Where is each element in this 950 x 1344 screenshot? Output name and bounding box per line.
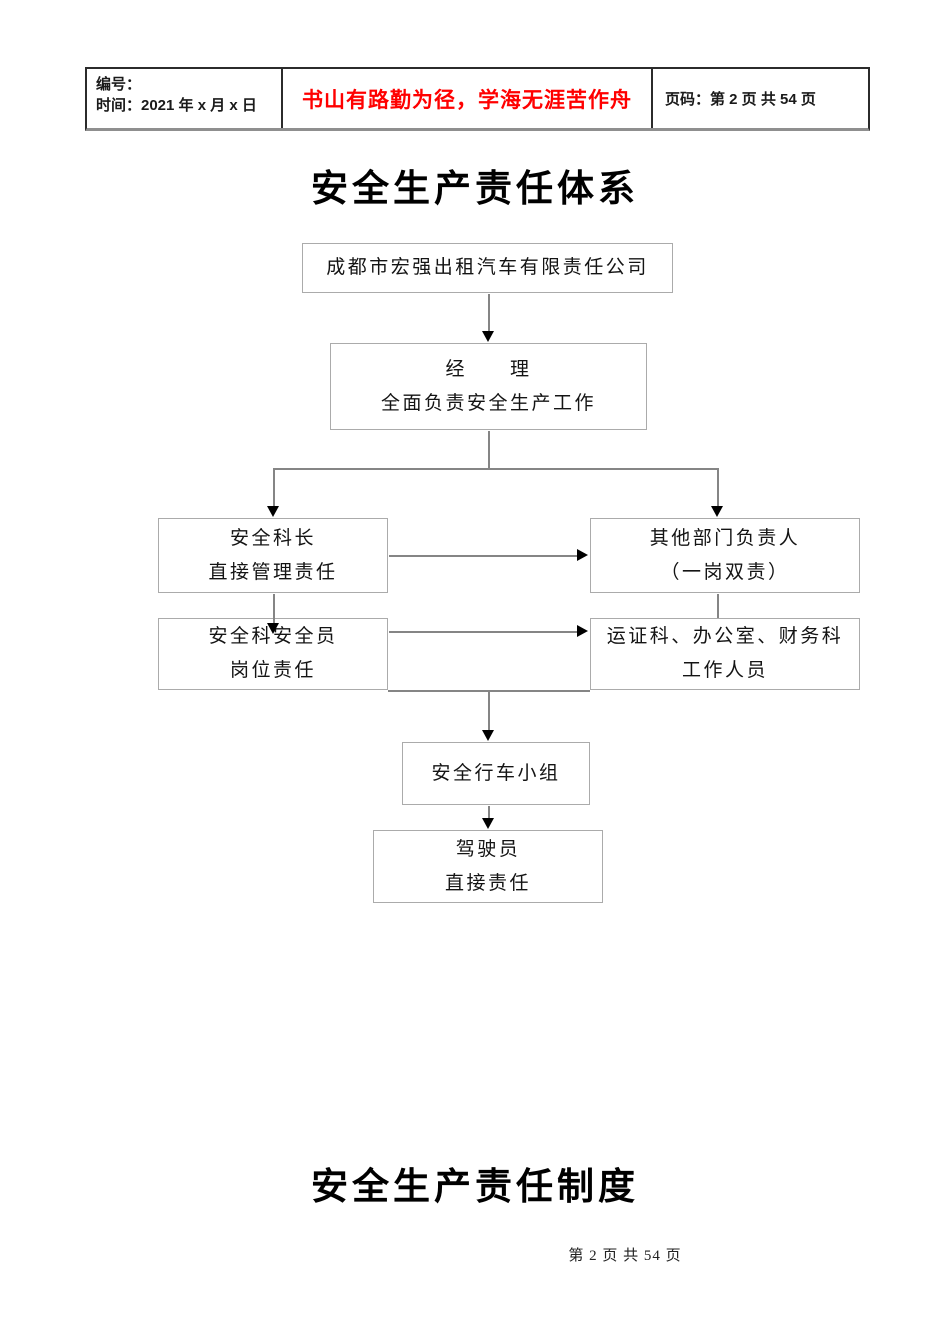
flow-node-other-depts-title: 其他部门负责人 [649, 527, 801, 549]
flow-node-manager-duty: 全面负责安全生产工作 [380, 392, 596, 414]
connector-to-driving-group [488, 691, 490, 732]
flow-node-safety-chief-title: 安全科长 [229, 527, 316, 549]
connector-to-driver [488, 806, 490, 820]
arrowhead-into-safety-chief [267, 506, 279, 517]
connector-bottom-bridge [388, 690, 590, 692]
connector-chief-to-otherdepts [389, 555, 578, 557]
connector-company-to-manager [488, 294, 490, 332]
flow-node-driver: 驾驶员 直接责任 [373, 830, 603, 903]
flow-node-safety-officer-duty: 岗位责任 [229, 660, 316, 681]
flow-node-driver-duty: 直接责任 [444, 872, 531, 894]
flow-node-safety-chief: 安全科长 直接管理责任 [158, 518, 388, 593]
arrowhead-into-other-depts [711, 506, 723, 517]
flow-node-dept-staff-title: 运证科、办公室、财务科 [606, 626, 844, 647]
connector-chief-to-officer [273, 594, 275, 623]
footer-page-number: 第 2 页 共 54 页 [568, 1248, 682, 1264]
header-table: 编号： 时间：2021 年 x 月 x 日 书山有路勤为径，学海无涯苦作舟 页码… [85, 67, 870, 131]
arrowhead-into-manager [482, 331, 494, 342]
section-title-responsibility-system: 安全生产责任体系 [311, 169, 639, 210]
header-number-label: 编号： [96, 76, 142, 93]
header-page-info: 页码：第 2 页 共 54 页 [665, 91, 816, 108]
arrowhead-into-driver [482, 818, 494, 829]
flow-node-company: 成都市宏强出租汽车有限责任公司 [302, 243, 673, 293]
header-page-cell: 页码：第 2 页 共 54 页 [653, 69, 868, 128]
arrowhead-into-dept-staff-left [577, 625, 588, 637]
flow-node-driver-title: 驾驶员 [455, 838, 521, 860]
flow-node-dept-staff: 运证科、办公室、财务科 工作人员 [590, 618, 860, 690]
arrowhead-into-driving-group [482, 730, 494, 741]
connector-otherdepts-to-staff [717, 594, 719, 618]
connector-split-horizontal [273, 468, 718, 470]
header-date-line: 时间：2021 年 x 月 x 日 [96, 97, 257, 114]
flow-node-company-label: 成都市宏强出租汽车有限责任公司 [326, 257, 649, 278]
header-number-date-cell: 编号： 时间：2021 年 x 月 x 日 [87, 69, 283, 128]
header-motto-cell: 书山有路勤为径，学海无涯苦作舟 [283, 69, 653, 128]
header-motto-text: 书山有路勤为径，学海无涯苦作舟 [302, 88, 632, 112]
section-title-responsibility-rules: 安全生产责任制度 [311, 1167, 639, 1208]
flow-node-driving-group: 安全行车小组 [402, 742, 590, 805]
connector-split-right-drop [717, 468, 719, 507]
arrowhead-into-safety-officer [267, 623, 279, 634]
connector-manager-stem [488, 431, 490, 468]
flow-node-dept-staff-duty: 工作人员 [681, 660, 768, 681]
connector-officer-to-staff [389, 631, 578, 633]
flow-node-other-depts-duty: （一岗双责） [660, 561, 790, 583]
flow-node-other-depts: 其他部门负责人 （一岗双责） [590, 518, 860, 593]
connector-split-left-drop [273, 468, 275, 507]
flow-node-safety-officer-title: 安全科安全员 [208, 626, 338, 647]
arrowhead-into-other-depts-left [577, 549, 588, 561]
flow-node-safety-chief-duty: 直接管理责任 [208, 561, 338, 583]
flow-node-manager-title: 经 理 [445, 358, 532, 380]
flow-node-driving-group-label: 安全行车小组 [431, 762, 561, 784]
flow-node-manager: 经 理 全面负责安全生产工作 [330, 343, 647, 430]
